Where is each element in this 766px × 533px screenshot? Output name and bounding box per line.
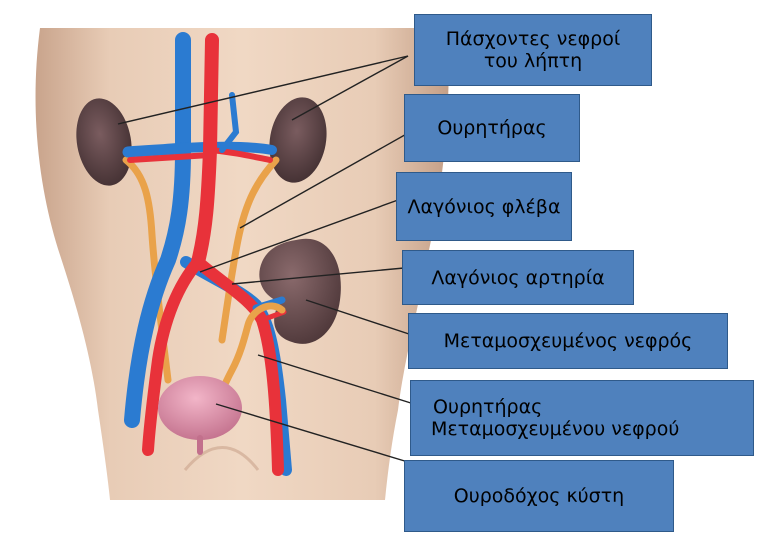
- label-iliac-vein: Λαγόνιος φλέβα: [396, 172, 572, 241]
- label-iliac-artery-text: Λαγόνιος αρτηρία: [431, 267, 604, 289]
- label-recipient-kidneys-line1: Πάσχοντες νεφροί: [446, 28, 621, 50]
- label-transplanted-ureter-line2: Μεταμοσχευμένου νεφρού: [431, 418, 679, 440]
- label-bladder: Ουροδόχος κύστη: [404, 460, 674, 532]
- label-ureter-text: Ουρητήρας: [437, 117, 546, 139]
- label-recipient-kidneys: Πάσχοντες νεφροί του λήπτη: [414, 14, 652, 86]
- renal-vein-left: [128, 148, 183, 152]
- label-ureter: Ουρητήρας: [404, 94, 580, 162]
- label-transplanted-ureter-line1: Ουρητήρας: [433, 396, 542, 418]
- label-iliac-vein-text: Λαγόνιος φλέβα: [408, 196, 561, 218]
- label-iliac-artery: Λαγόνιος αρτηρία: [402, 250, 634, 305]
- label-transplanted-kidney: Μεταμοσχευμένος νεφρός: [408, 313, 728, 369]
- label-transplanted-kidney-text: Μεταμοσχευμένος νεφρός: [444, 330, 693, 352]
- label-bladder-text: Ουροδόχος κύστη: [454, 485, 624, 507]
- label-transplanted-ureter: Ουρητήρας Μεταμοσχευμένου νεφρού: [410, 380, 754, 456]
- label-recipient-kidneys-line2: του λήπτη: [484, 50, 582, 72]
